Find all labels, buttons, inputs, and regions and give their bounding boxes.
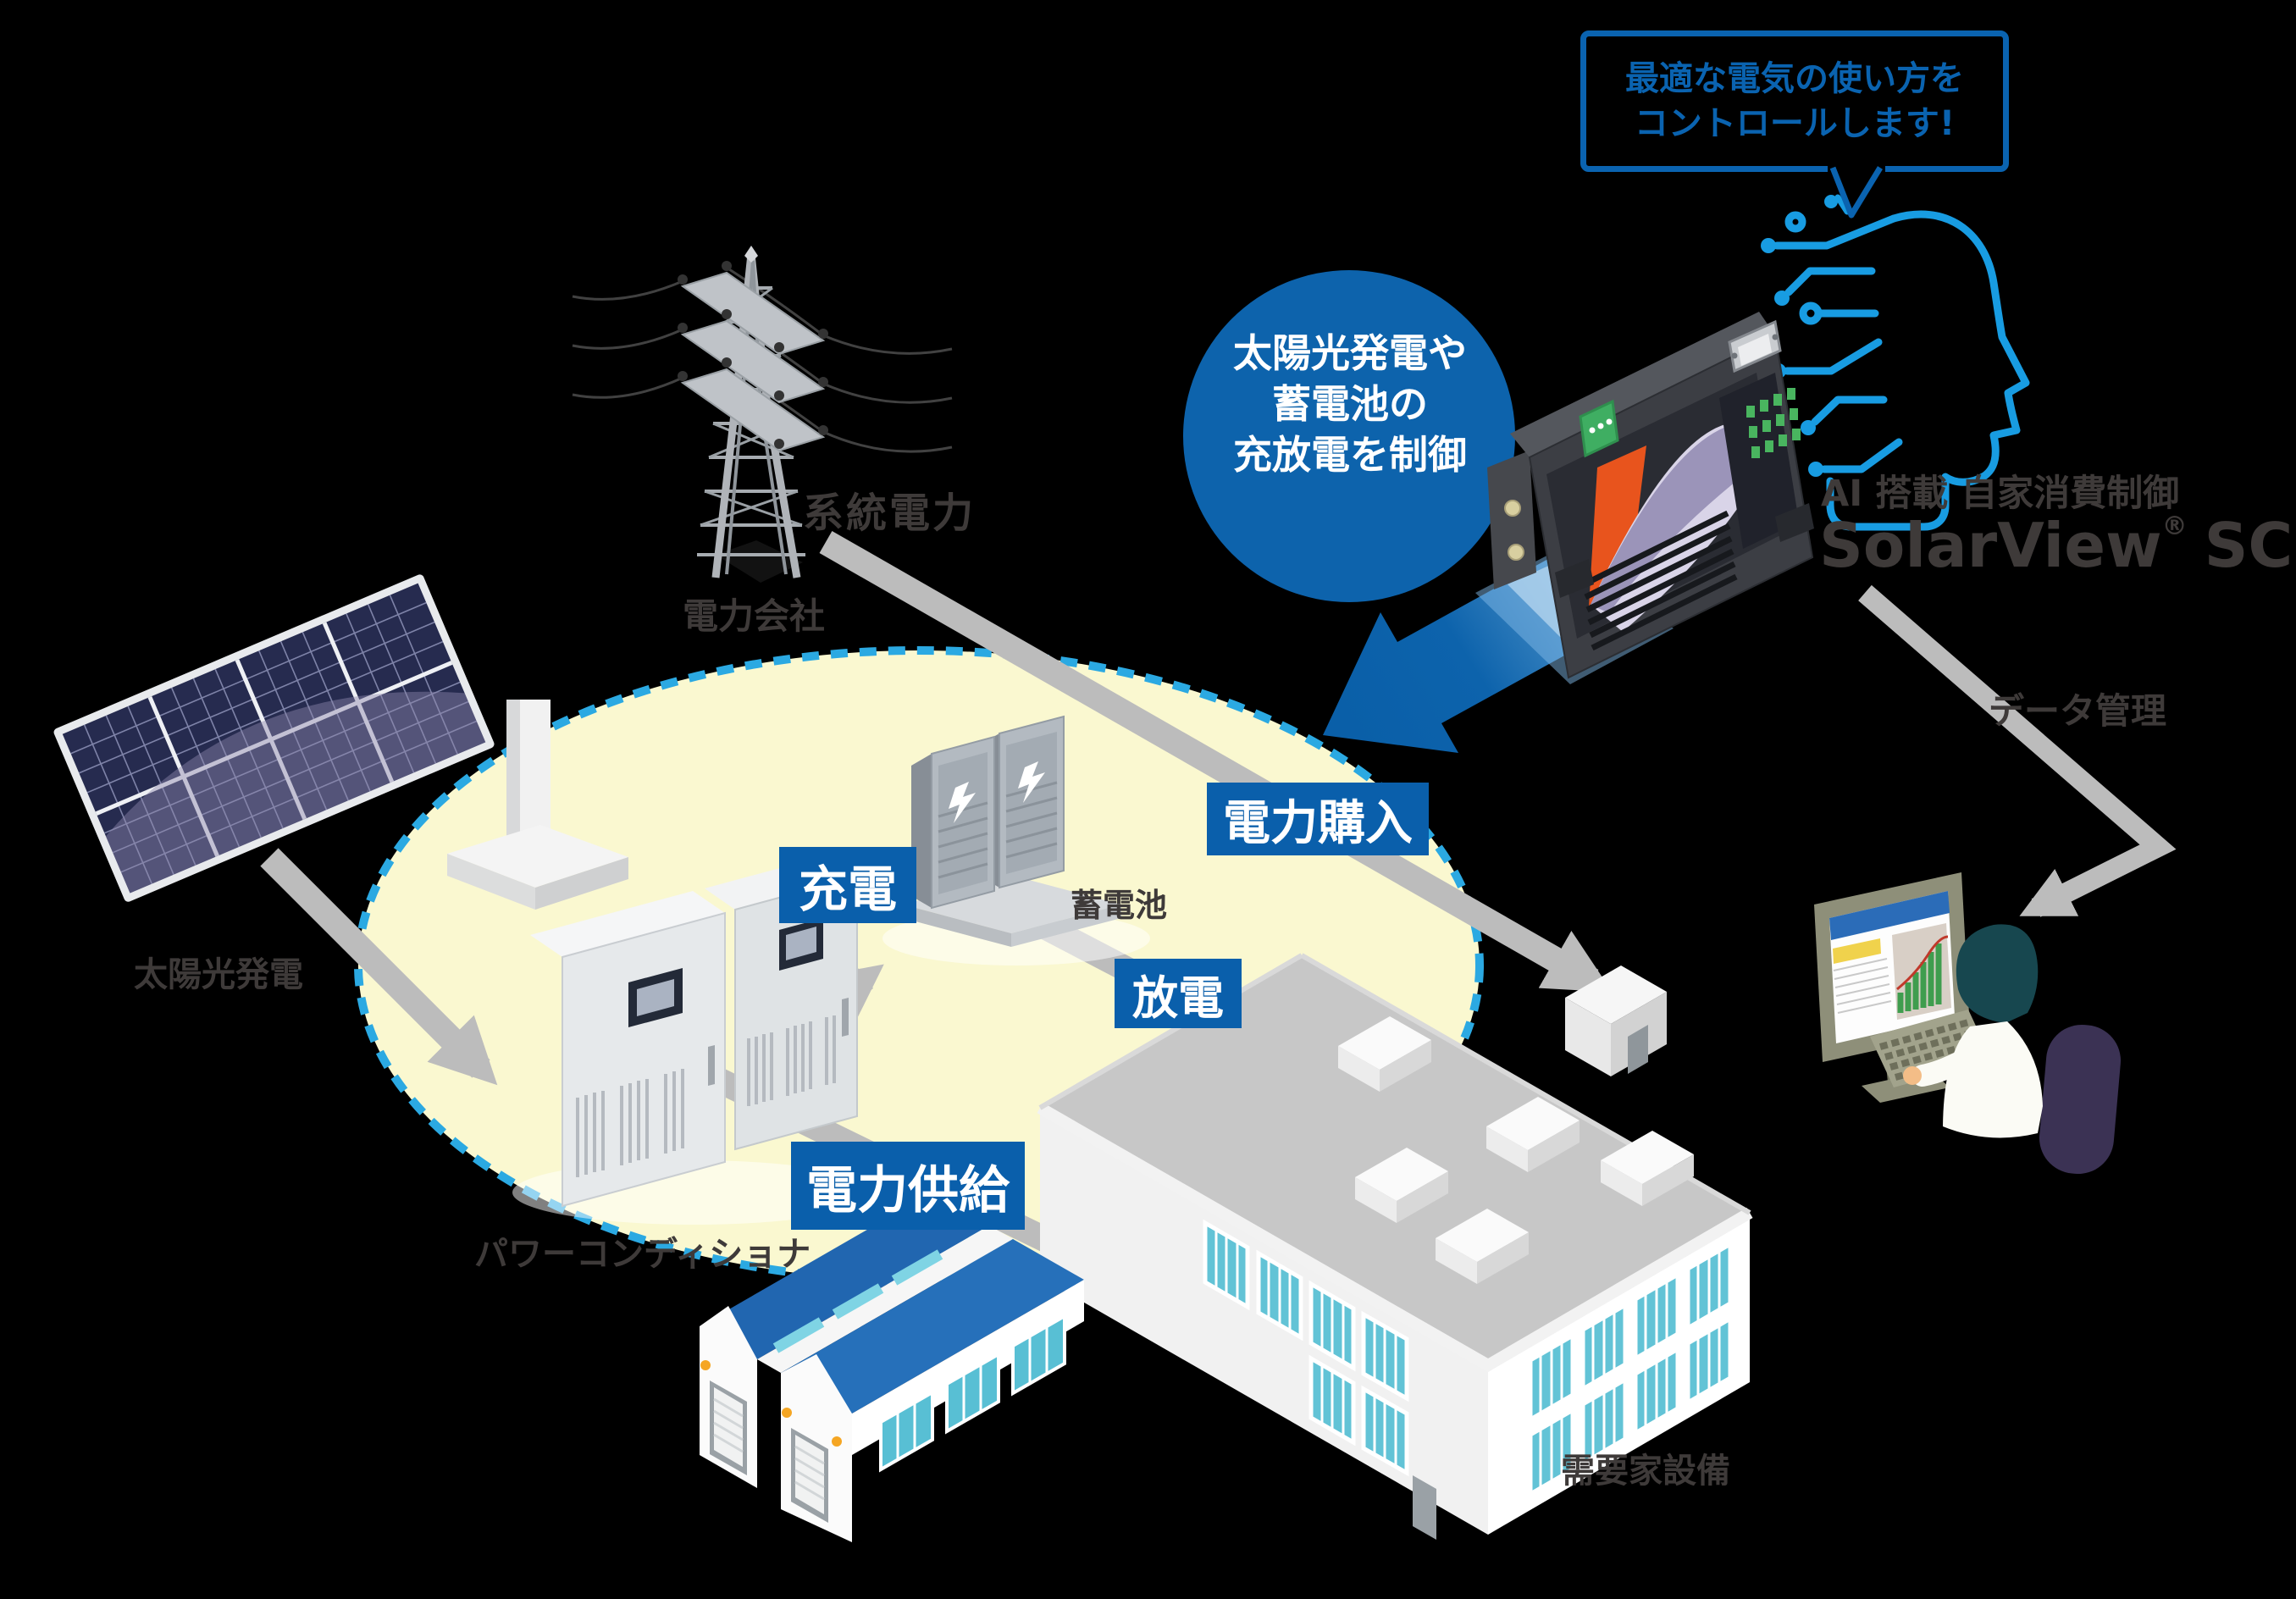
storage-battery-illustration <box>882 715 1150 965</box>
solar-panel-illustration <box>53 574 628 910</box>
control-note-line2: 蓄電池の <box>1272 380 1428 427</box>
control-note-line1: 太陽光発電や <box>1233 330 1467 376</box>
label-power-company: 電力会社 <box>683 595 826 637</box>
person-at-computer-illustration <box>1814 872 2122 1174</box>
factory-side-door <box>1413 1475 1436 1540</box>
solarview-device-illustration <box>1475 312 1814 684</box>
factory-windows-right <box>1528 1240 1733 1498</box>
flow-arrow-grid-purchase <box>819 530 1613 993</box>
rooftop-units <box>1338 965 1694 1284</box>
badge-charge: 充電 <box>779 847 916 923</box>
office-chair <box>2039 1025 2122 1174</box>
label-data-management: データ管理 <box>1989 690 2167 732</box>
registered-mark: ® <box>2161 512 2188 541</box>
person-arm <box>1911 1048 1978 1087</box>
control-circle-note: 太陽光発電や 蓄電池の 充放電を制御 <box>1192 329 1508 480</box>
factory-building-illustration <box>700 953 1753 1542</box>
label-grid-power: 系統電力 <box>803 490 976 537</box>
tower-crossarms <box>678 261 828 452</box>
speech-bubble-line2: コントロールします! <box>1634 103 1956 143</box>
control-circle <box>1183 270 1515 602</box>
speech-bubble-line1: 最適な電気の使い方を <box>1625 58 1964 98</box>
flow-arrow-data-management <box>1858 584 2177 917</box>
flow-arrow-solar-generation <box>260 848 498 1086</box>
factory-windows-left <box>1203 1219 1409 1477</box>
label-consumer-facility: 需要家設備 <box>1561 1452 1730 1491</box>
control-note-line3: 充放電を制御 <box>1233 431 1467 478</box>
person-hand <box>1903 1066 1922 1085</box>
device-caption: AI 搭載 自家消費制御 <box>1821 473 2180 515</box>
transmission-tower-illustration <box>572 246 953 583</box>
label-storage-battery: 蓄電池 <box>1071 887 1168 924</box>
warehouse-illustration <box>700 1192 1084 1542</box>
badge-discharge: 放電 <box>1115 959 1242 1028</box>
speech-bubble: 最適な電気の使い方を コントロールします! <box>1580 30 2009 172</box>
person-hair <box>1956 924 2039 1023</box>
product-model: SC <box>2204 510 2293 581</box>
label-solar-power: 太陽光発電 <box>134 955 303 994</box>
speech-bubble-tail <box>1828 164 1885 219</box>
badge-power-purchase: 電力購入 <box>1207 783 1429 855</box>
product-name-text: SolarView <box>1819 510 2162 581</box>
badge-power-supply: 電力供給 <box>791 1142 1025 1230</box>
label-power-conditioner: パワーコンディショナ <box>474 1235 811 1274</box>
power-conditioner-illustration <box>512 855 877 1225</box>
product-name: SolarView® SC <box>1819 510 2293 581</box>
